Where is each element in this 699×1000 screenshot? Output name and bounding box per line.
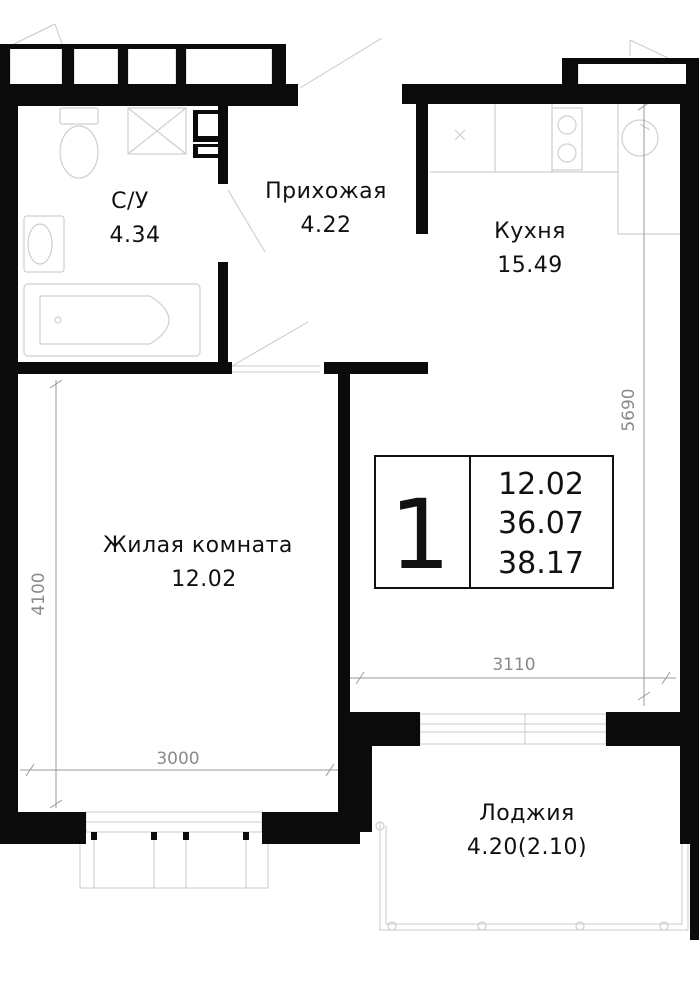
sink-icon — [23, 215, 65, 273]
hallway-area: 4.22 — [301, 213, 352, 238]
shower-icon — [127, 107, 187, 155]
kitchen-counter — [430, 100, 680, 235]
loggia-glazing — [375, 821, 689, 931]
loggia-area: 4.20(2.10) — [467, 835, 587, 860]
kitchen-width-dim: 3110 — [492, 655, 535, 675]
toilet-icon — [59, 107, 99, 179]
bathroom-name: С/У — [111, 189, 149, 214]
living-height-dim: 4100 — [29, 572, 49, 615]
total-area-value: 36.07 — [498, 506, 584, 541]
rooms-count: 1 — [389, 479, 450, 591]
kitchen-height-dim: 5690 — [619, 388, 639, 431]
loggia-name: Лоджия — [479, 801, 575, 826]
living-area-value: 12.02 — [498, 467, 584, 502]
bathtub-icon — [23, 283, 201, 357]
bathroom-area: 4.34 — [110, 223, 161, 248]
kitchen-name: Кухня — [494, 219, 566, 244]
living-room-name: Жилая комната — [103, 533, 293, 558]
area-summary-box: 1 12.02 36.07 38.17 — [374, 455, 614, 591]
dimension-lines — [20, 100, 676, 809]
living-room-area: 12.02 — [171, 567, 236, 592]
walls — [0, 44, 699, 940]
hallway-name: Прихожая — [265, 179, 387, 204]
total-with-loggia-value: 38.17 — [498, 546, 584, 581]
kitchen-area: 15.49 — [497, 253, 562, 278]
living-width-dim: 3000 — [156, 749, 199, 769]
